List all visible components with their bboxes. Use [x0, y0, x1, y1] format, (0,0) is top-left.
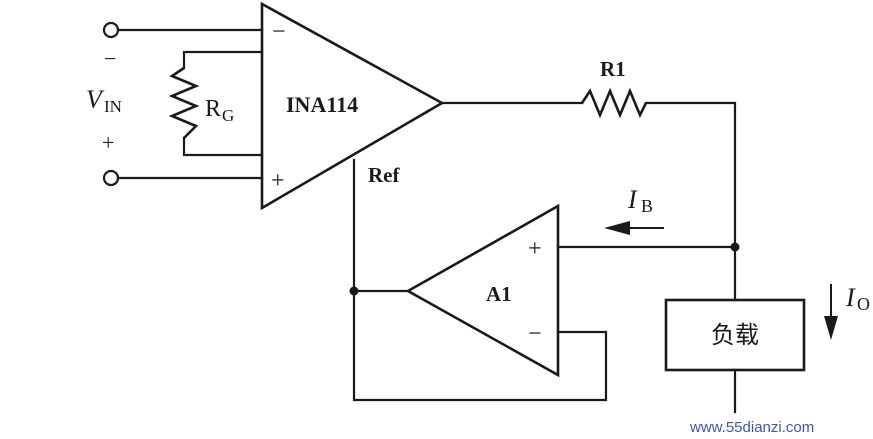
vin-minus-sign: − — [104, 46, 116, 71]
rg-label-main: R — [205, 96, 221, 122]
resistor-r1 — [580, 87, 648, 119]
load-label: 负载 — [711, 321, 759, 349]
vin-plus-sign: + — [102, 130, 114, 155]
io-label-main: I — [845, 283, 856, 312]
a1-label: A1 — [486, 282, 512, 306]
ina-plus-sign: + — [271, 168, 285, 194]
wire-rg-top — [182, 50, 264, 70]
rg-label-sub: G — [222, 106, 234, 125]
a1-amplifier — [405, 203, 560, 378]
ib-arrow-icon — [604, 221, 630, 235]
watermark-text: www.55dianzi.com — [689, 419, 814, 436]
vin-label-main: V — [86, 85, 105, 114]
a1-plus-sign: + — [528, 236, 542, 262]
ina114-label: INA114 — [286, 92, 358, 117]
wire-r1-to-load — [644, 101, 737, 302]
r1-label: R1 — [600, 57, 626, 81]
resistor-rg — [168, 66, 200, 139]
wire-ref — [352, 158, 608, 402]
ib-label-sub: B — [641, 196, 653, 216]
a1-minus-sign: − — [528, 321, 542, 347]
wire-rg-bottom — [182, 136, 264, 157]
io-arrow-icon — [824, 316, 838, 340]
input-terminal-minus — [102, 21, 120, 39]
vin-label-sub: IN — [104, 97, 122, 116]
ref-label: Ref — [368, 163, 400, 187]
ina-minus-sign: − — [272, 19, 286, 45]
junction-load — [730, 242, 740, 252]
io-label-sub: O — [857, 294, 870, 314]
ina114-amplifier — [260, 1, 445, 211]
input-terminal-plus — [102, 169, 120, 187]
ib-label-main: I — [627, 185, 638, 214]
